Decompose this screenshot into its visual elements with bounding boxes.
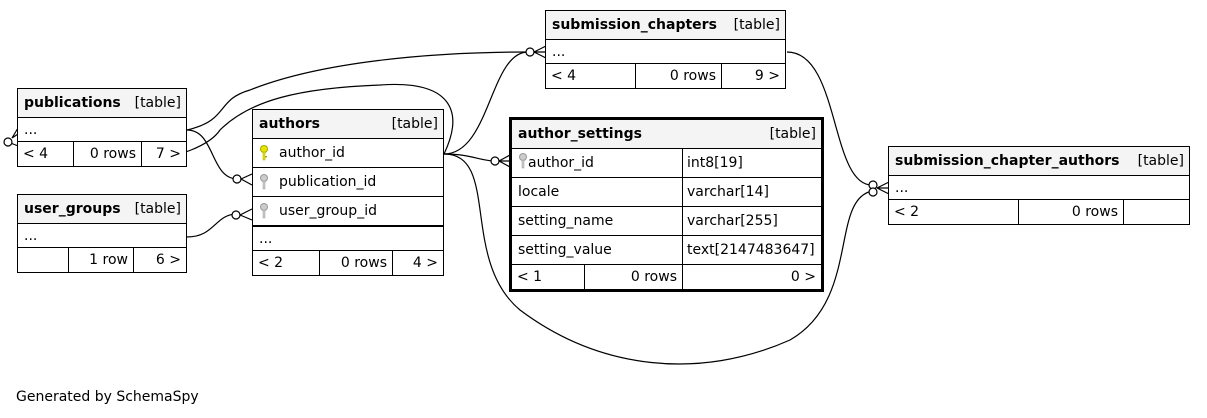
column-name: author_id [279, 145, 345, 161]
parents-count[interactable] [18, 248, 69, 272]
row-count: 0 rows [585, 265, 683, 289]
parents-count[interactable]: < 1 [512, 265, 585, 289]
column-name: ... [24, 121, 38, 138]
row-count: 0 rows [74, 142, 142, 166]
table-publications[interactable]: publications [table] ... < 4 0 rows 7 > [17, 88, 187, 167]
column-row: ... [889, 176, 1189, 200]
table-footer: < 2 0 rows 4 > [253, 251, 443, 275]
table-header: submission_chapter_authors [table] [889, 147, 1189, 176]
table-header: user_groups [table] [18, 195, 186, 224]
column-name: setting_name [518, 213, 614, 229]
table-name: submission_chapters [552, 17, 717, 33]
column-row: author_id int8[19] [512, 149, 821, 178]
table-name: user_groups [24, 201, 121, 217]
edge-user-groups-authors [186, 213, 238, 238]
column-row: ... [546, 40, 785, 64]
children-count[interactable]: 0 > [790, 269, 816, 285]
edge-submission-chapters-sca [786, 51, 873, 186]
table-name: author_settings [518, 126, 642, 142]
column-row: setting_name varchar[255] [512, 207, 821, 236]
foreign-key-icon [259, 203, 279, 219]
column-row: locale varchar[14] [512, 178, 821, 207]
table-header: publications [table] [18, 89, 186, 118]
table-name: publications [24, 95, 121, 111]
edge-end-circle [490, 156, 500, 166]
table-kind: [table] [769, 126, 816, 142]
table-submission-chapter-authors[interactable]: submission_chapter_authors [table] ... <… [888, 146, 1190, 225]
primary-key-icon [259, 145, 279, 161]
table-kind: [table] [1137, 153, 1184, 169]
crowfoot-arrow [239, 208, 253, 221]
table-name: submission_chapter_authors [895, 153, 1120, 169]
column-name: locale [518, 184, 560, 200]
parents-count[interactable]: < 4 [546, 64, 636, 88]
table-kind: [table] [134, 95, 181, 111]
parents-count[interactable]: < 2 [889, 200, 1019, 224]
column-row: setting_value text[2147483647] [512, 236, 821, 265]
column-row: ... [253, 226, 443, 251]
row-count: 0 rows [1019, 200, 1124, 224]
edge-end-circle [231, 210, 241, 220]
column-name: setting_value [518, 242, 612, 258]
foreign-key-icon [518, 153, 528, 173]
table-header: submission_chapters [table] [546, 11, 785, 40]
table-footer: 1 row 6 > [18, 248, 186, 272]
edge-authors-submission-chapter-authors [443, 153, 873, 365]
column-type: varchar[14] [687, 184, 769, 200]
column-name: ... [259, 230, 273, 247]
children-count[interactable]: 9 > [754, 68, 780, 84]
table-kind: [table] [391, 116, 438, 132]
edge-end-circle [232, 174, 242, 184]
edge-end-circle [3, 137, 13, 147]
children-count[interactable]: 7 > [155, 146, 181, 162]
table-user-groups[interactable]: user_groups [table] ... 1 row 6 > [17, 194, 187, 273]
table-name: authors [259, 116, 320, 132]
table-footer: < 1 0 rows 0 > [512, 265, 821, 289]
crowfoot-arrow [533, 45, 547, 59]
column-name: author_id [528, 155, 594, 171]
foreign-key-icon [259, 174, 279, 190]
row-count: 1 row [69, 248, 134, 272]
edge-publications-authors [186, 129, 238, 180]
column-type: int8[19] [687, 155, 743, 171]
column-row: author_id [253, 139, 443, 168]
edge-publications-submission-chapters [186, 51, 529, 131]
table-footer: < 2 0 rows [889, 200, 1189, 224]
column-name: user_group_id [279, 203, 377, 219]
table-kind: [table] [134, 201, 181, 217]
column-name: ... [552, 43, 566, 60]
column-type: varchar[255] [687, 213, 778, 229]
column-name: ... [895, 179, 909, 196]
table-authors[interactable]: authors [table] author_id publication_id… [252, 109, 444, 276]
generated-by-footer: Generated by SchemaSpy [16, 389, 199, 405]
row-count: 0 rows [636, 64, 722, 88]
column-row: publication_id [253, 168, 443, 197]
table-kind: [table] [733, 17, 780, 33]
row-count: 0 rows [320, 251, 393, 275]
column-row: ... [18, 118, 186, 142]
edge-authors-submission-chapters [443, 51, 529, 155]
column-name: publication_id [279, 174, 377, 190]
column-type: text[2147483647] [687, 242, 815, 258]
children-count[interactable] [1124, 200, 1189, 224]
column-row: user_group_id [253, 197, 443, 226]
table-header: author_settings [table] [512, 120, 821, 149]
parents-count[interactable]: < 2 [253, 251, 320, 275]
table-submission-chapters[interactable]: submission_chapters [table] ... < 4 0 ro… [545, 10, 786, 89]
children-count[interactable]: 4 > [412, 255, 438, 271]
edge-end-circle [868, 187, 878, 197]
table-footer: < 4 0 rows 7 > [18, 142, 186, 166]
crowfoot-arrow [240, 173, 253, 186]
crowfoot-arrow [876, 181, 890, 195]
table-author-settings[interactable]: author_settings [table] author_id int8[1… [509, 117, 824, 292]
children-count[interactable]: 6 > [155, 252, 181, 268]
table-footer: < 4 0 rows 9 > [546, 64, 785, 88]
crowfoot-arrow [498, 154, 511, 168]
parents-count[interactable]: < 4 [18, 142, 74, 166]
edge-end-circle [525, 47, 535, 57]
column-name: ... [24, 227, 38, 244]
column-row: ... [18, 224, 186, 248]
table-header: authors [table] [253, 110, 443, 139]
